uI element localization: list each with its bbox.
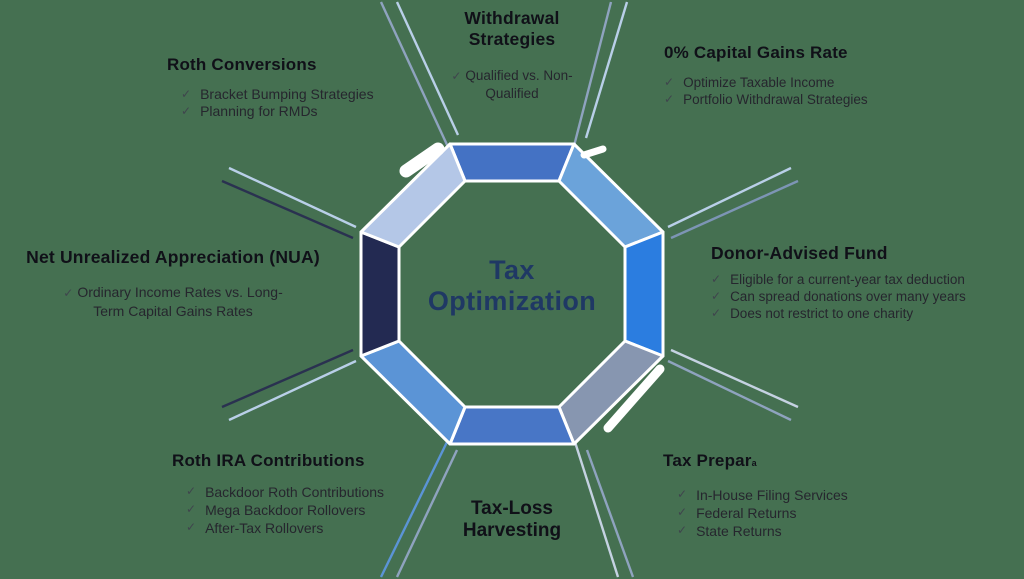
bullet-item: ✓ Backdoor Roth Contributions (186, 483, 452, 501)
section-title: Withdrawal Strategies (464, 8, 560, 49)
section-title: Tax-Loss Harvesting (462, 498, 562, 541)
bullet-item: ✓ Portfolio Withdrawal Strategies (664, 91, 994, 108)
ray-nnw-outer (379, 1, 450, 148)
section-title: 0% Capital Gains Rate (664, 43, 848, 62)
section-capital-gains: 0% Capital Gains Rate ✓ Optimize Taxable … (664, 42, 994, 108)
bullet-text: Qualified vs. Non-Qualified (465, 68, 573, 101)
bullet-text: Optimize Taxable Income (683, 75, 835, 90)
section-donor-advised-fund: Donor-Advised Fund ✓ Eligible for a curre… (711, 243, 1021, 322)
spoke-rays (221, 1, 799, 578)
bullet-item: ✓ Federal Returns (677, 504, 953, 522)
section-title: Roth IRA Contributions (172, 451, 365, 470)
ray-wnw-upper (228, 166, 357, 229)
bullet-text: Bracket Bumping Strategies (200, 86, 374, 102)
swoosh-southeast (603, 364, 665, 433)
bullet-text: Can spread donations over many years (730, 289, 966, 304)
bullet-item: ✓ State Returns (677, 522, 953, 540)
bullet-text: After-Tax Rollovers (205, 520, 324, 536)
bullet-text: Does not restrict to one charity (730, 306, 914, 321)
ray-wnw-lower (221, 179, 354, 240)
check-icon: ✓ (711, 306, 722, 320)
check-icon: ✓ (677, 505, 688, 519)
section-withdrawal-strategies: Withdrawal Strategies ✓Qualified vs. Non… (400, 8, 624, 103)
ray-sse-inner (573, 441, 620, 578)
ray-wsw-lower (228, 359, 357, 422)
section-roth-ira-contributions: Roth IRA Contributions ✓ Backdoor Roth Co… (172, 450, 452, 537)
bullet-item: ✓ Mega Backdoor Rollovers (186, 501, 452, 519)
ray-wsw-upper (221, 348, 354, 409)
bullet-text: Backdoor Roth Contributions (205, 484, 385, 500)
check-icon: ✓ (186, 484, 197, 498)
check-icon: ✓ (664, 75, 675, 89)
bullet-item: ✓ Optimize Taxable Income (664, 74, 994, 91)
bullet-text: Portfolio Withdrawal Strategies (683, 92, 868, 107)
octagon-segment-northwest (359, 142, 467, 249)
octagon-segment-east (623, 230, 665, 358)
bullet-text: State Returns (696, 523, 782, 539)
bullet-text: Planning for RMDs (200, 103, 318, 119)
swoosh-northwest (399, 142, 445, 178)
section-title-text: Tax Prepar (663, 451, 752, 470)
check-icon: ✓ (677, 487, 688, 501)
check-icon: ✓ (181, 87, 192, 101)
check-icon: ✓ (711, 289, 722, 303)
bullet-item: ✓ Planning for RMDs (181, 103, 437, 120)
check-icon: ✓ (664, 92, 675, 106)
highlight-swooshes (399, 142, 665, 433)
octagon-ring (359, 142, 665, 446)
ray-nne-outer (584, 1, 629, 139)
bullet-text: Mega Backdoor Rollovers (205, 502, 366, 518)
ray-sse-outer (585, 449, 635, 578)
ray-ese-upper (670, 348, 799, 409)
bullet-item: ✓Ordinary Income Rates vs. Long-Term Cap… (61, 283, 286, 320)
section-nua: Net Unrealized Appreciation (NUA) ✓Ordin… (12, 247, 334, 320)
bullet-text: Federal Returns (696, 505, 797, 521)
section-title: Roth Conversions (167, 55, 317, 74)
bullet-item: ✓ Can spread donations over many years (711, 288, 1021, 305)
bullet-item: ✓Qualified vs. Non-Qualified (451, 67, 573, 103)
check-icon: ✓ (451, 69, 462, 83)
ray-ssw-inner (379, 441, 449, 578)
section-roth-conversions: Roth Conversions ✓ Bracket Bumping Strate… (167, 54, 437, 120)
section-title: Net Unrealized Appreciation (NUA) (26, 247, 320, 267)
bullet-text: In-House Filing Services (696, 487, 848, 503)
section-title-suffix: a (751, 458, 757, 468)
ray-nnw-inner (395, 1, 460, 136)
check-icon: ✓ (677, 523, 688, 537)
swoosh-northeast (580, 145, 607, 159)
bullet-item: ✓ After-Tax Rollovers (186, 519, 452, 537)
ray-ese-lower (667, 359, 792, 422)
check-icon: ✓ (63, 286, 74, 300)
ray-ene-lower (670, 179, 799, 240)
bullet-text: Eligible for a current-year tax deductio… (730, 272, 965, 287)
ray-nne-inner (572, 1, 613, 147)
check-icon: ✓ (711, 272, 722, 286)
center-line-2: Optimization (427, 286, 597, 316)
section-title: Donor-Advised Fund (711, 243, 888, 263)
check-icon: ✓ (186, 520, 197, 534)
bullet-text: Ordinary Income Rates vs. Long-Term Capi… (77, 284, 283, 319)
check-icon: ✓ (181, 104, 192, 118)
section-tax-loss-harvesting: Tax-Loss Harvesting (432, 498, 592, 542)
octagon-segment-west (359, 230, 401, 358)
center-line-1: Tax (489, 255, 535, 285)
octagon-segment-north (448, 142, 576, 183)
ray-ene-upper (667, 166, 792, 229)
bullet-item: ✓ In-House Filing Services (677, 486, 953, 504)
center-hub-label: Tax Optimization (412, 255, 612, 317)
ray-ssw-outer (395, 449, 459, 578)
octagon-segment-south (448, 405, 576, 446)
section-tax-preparation: Tax Prepara ✓ In-House Filing Services ✓ F… (663, 450, 953, 540)
check-icon: ✓ (186, 502, 197, 516)
bullet-item: ✓ Bracket Bumping Strategies (181, 86, 437, 103)
section-title: Tax Prepara (663, 450, 953, 474)
bullet-item: ✓ Does not restrict to one charity (711, 305, 1021, 322)
bullet-item: ✓ Eligible for a current-year tax deducti… (711, 271, 1021, 288)
